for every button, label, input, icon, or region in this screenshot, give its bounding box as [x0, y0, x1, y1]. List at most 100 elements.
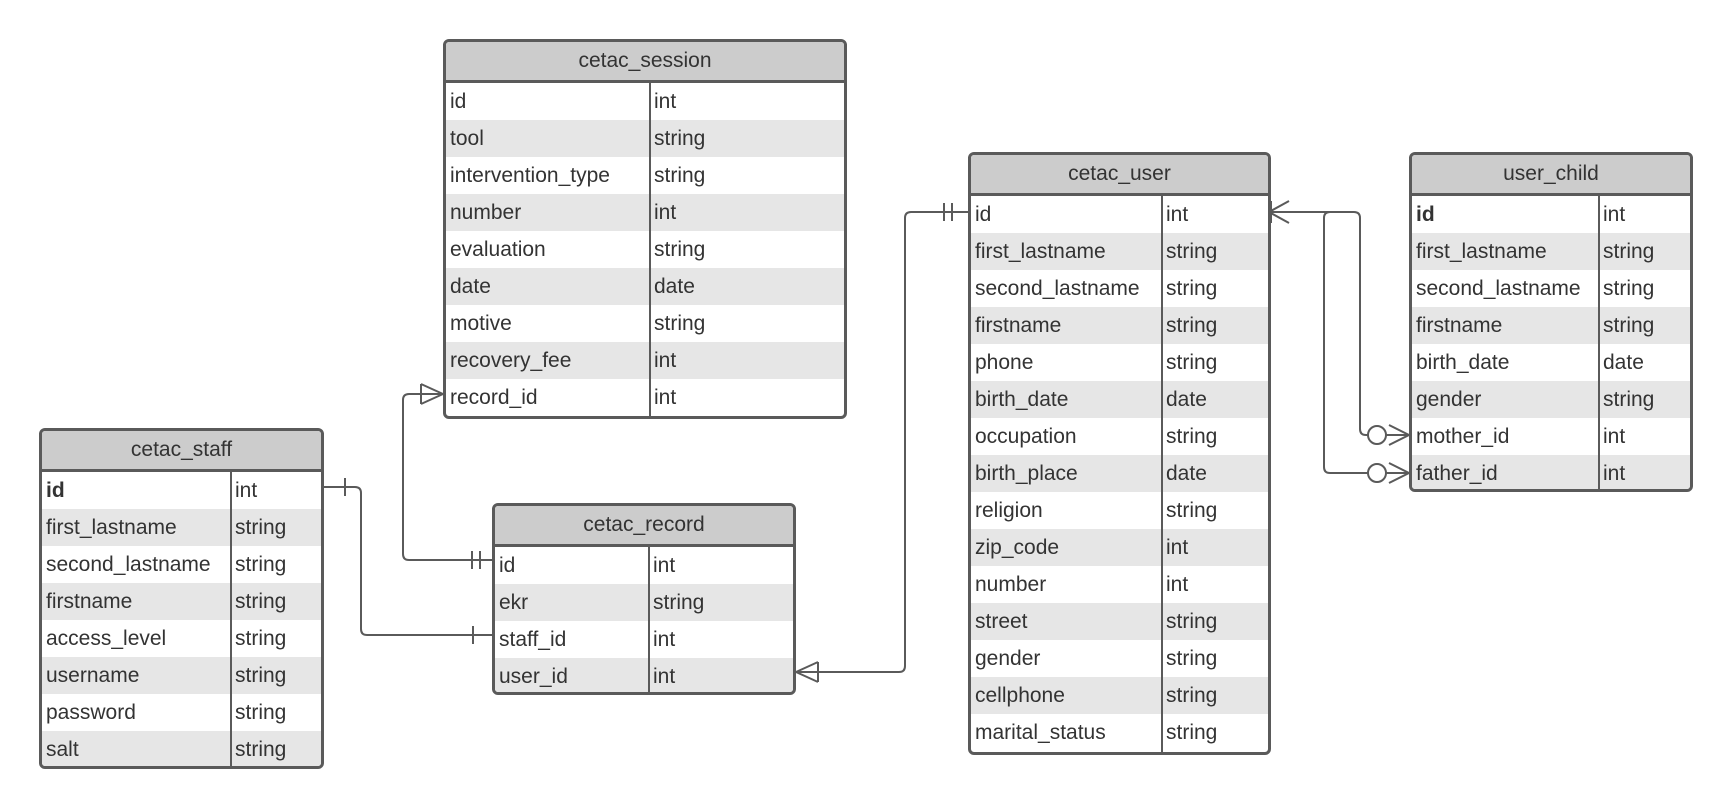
field-type: string: [1166, 684, 1218, 707]
field-name: id: [975, 203, 992, 226]
field-row[interactable]: father_id int: [1412, 455, 1690, 489]
field-name: access_level: [46, 627, 167, 650]
field-type: string: [1166, 647, 1218, 670]
field-row[interactable]: first_lastname string: [42, 509, 321, 546]
field-name: first_lastname: [46, 516, 177, 539]
field-type: string: [235, 738, 287, 761]
field-row[interactable]: gender string: [971, 640, 1268, 677]
field-name: number: [450, 201, 522, 224]
field-type: int: [653, 628, 676, 651]
field-type: string: [235, 590, 287, 613]
field-row[interactable]: second_lastname string: [971, 270, 1268, 307]
field-type: date: [1166, 388, 1207, 411]
entity-title: user_child: [1412, 155, 1690, 196]
field-row[interactable]: firstname string: [971, 307, 1268, 344]
field-name: birth_date: [975, 388, 1069, 411]
field-name: first_lastname: [975, 240, 1106, 263]
field-name: firstname: [1416, 314, 1503, 337]
field-row[interactable]: street string: [971, 603, 1268, 640]
field-name: religion: [975, 499, 1043, 522]
field-name: ekr: [499, 591, 529, 614]
field-name: salt: [46, 738, 79, 761]
field-row[interactable]: birth_date date: [1412, 344, 1690, 381]
field-row[interactable]: salt string: [42, 731, 321, 766]
field-name: cellphone: [975, 684, 1065, 707]
relationship-user-child: [1268, 200, 1410, 484]
field-type: string: [235, 516, 287, 539]
field-type: date: [1603, 351, 1644, 374]
field-name: street: [975, 610, 1028, 633]
relationship-record-user: [795, 203, 968, 683]
field-type: string: [1603, 240, 1655, 263]
field-type: int: [654, 201, 677, 224]
field-type: int: [1603, 462, 1626, 485]
field-name: recovery_fee: [450, 349, 572, 372]
column-divider: [1598, 196, 1600, 489]
field-row[interactable]: cellphone string: [971, 677, 1268, 714]
field-name: number: [975, 573, 1047, 596]
field-type: int: [1603, 425, 1626, 448]
field-name: father_id: [1416, 462, 1498, 485]
field-type: string: [1166, 610, 1218, 633]
field-type: string: [1166, 314, 1218, 337]
field-type: string: [654, 238, 706, 261]
field-name: second_lastname: [975, 277, 1140, 300]
entity-title: cetac_staff: [42, 431, 321, 472]
field-name: gender: [975, 647, 1041, 670]
field-name: birth_place: [975, 462, 1078, 485]
field-name: birth_date: [1416, 351, 1510, 374]
field-row[interactable]: birth_date date: [971, 381, 1268, 418]
field-name: username: [46, 664, 140, 687]
relationship-staff-record: [323, 478, 493, 644]
field-type: string: [235, 701, 287, 724]
field-type: string: [1166, 277, 1218, 300]
field-name: second_lastname: [1416, 277, 1581, 300]
field-type: string: [654, 164, 706, 187]
field-row[interactable]: number int: [446, 194, 844, 231]
field-row[interactable]: recovery_fee int: [446, 342, 844, 379]
field-type: int: [654, 90, 677, 113]
field-type: int: [654, 386, 677, 409]
field-type: int: [235, 479, 258, 502]
field-type: int: [654, 349, 677, 372]
field-name: firstname: [975, 314, 1062, 337]
